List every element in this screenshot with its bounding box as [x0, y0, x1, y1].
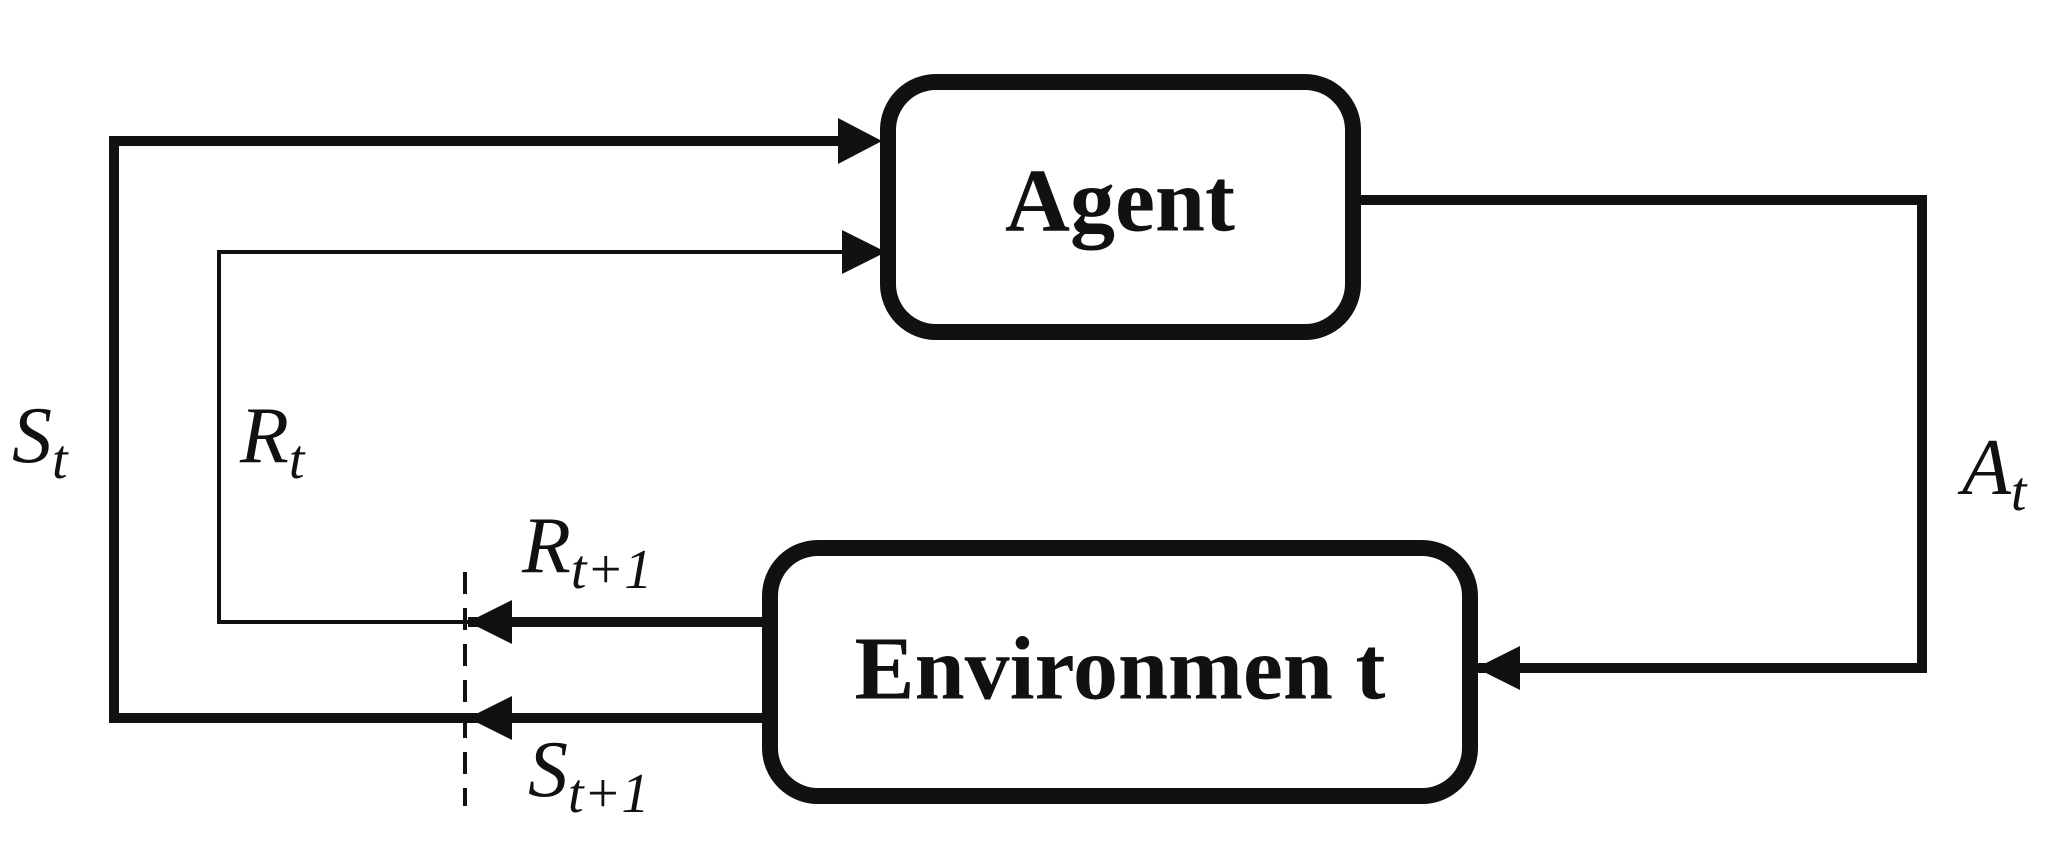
state-feedback-edge	[109, 136, 838, 723]
agent-box	[880, 74, 1361, 340]
reward-next-sub: t+1	[571, 539, 652, 601]
state-next-sub: t+1	[568, 763, 649, 825]
state-feedback-arrowhead	[838, 118, 882, 164]
agent-label: Agent	[1005, 152, 1235, 251]
environment-node: Environmen t	[762, 540, 1478, 804]
environment-label: Environmen t	[855, 620, 1386, 719]
reward-t-base: R	[239, 392, 289, 480]
environment-box	[762, 540, 1478, 804]
state-t-base: S	[12, 392, 52, 480]
action-t-label: At	[1957, 424, 2028, 523]
reward-next-label: Rt+1	[521, 502, 652, 601]
state-next-label: St+1	[528, 726, 649, 825]
state-t-sub: t	[52, 429, 69, 491]
state-next-base: S	[528, 726, 568, 814]
reward-feedback-arrowhead	[842, 230, 886, 274]
next-state-arrowhead	[468, 696, 512, 740]
action-t-sub: t	[2011, 461, 2028, 523]
next-reward-arrowhead	[468, 600, 512, 644]
agent-node: Agent	[880, 74, 1361, 340]
action-arrowhead	[1476, 646, 1520, 690]
reward-feedback-edge	[217, 250, 842, 624]
state-t-label: St	[12, 392, 69, 491]
action-t-base: A	[1957, 424, 2012, 512]
reward-t-label: Rt	[239, 392, 306, 491]
reward-next-base: R	[521, 502, 571, 590]
reward-t-sub: t	[289, 429, 306, 491]
action-edge	[1353, 195, 1927, 673]
